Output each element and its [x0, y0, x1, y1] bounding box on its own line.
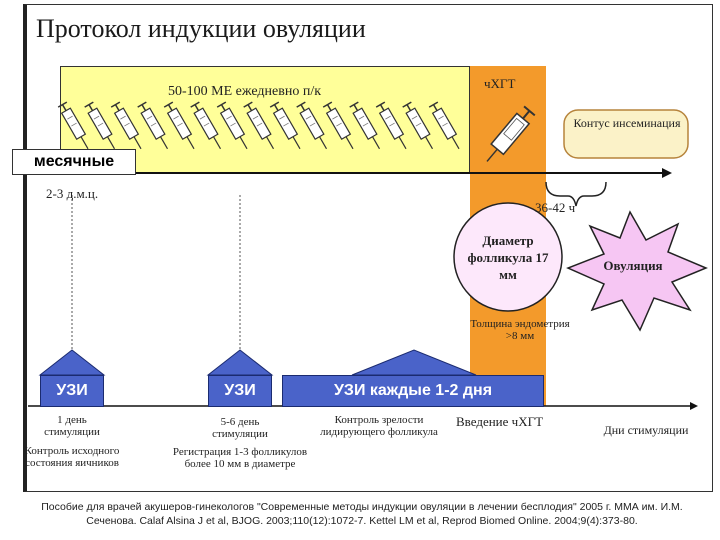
syringe-icon: [428, 101, 460, 150]
us1-note: Контроль исходного состояния яичников: [24, 445, 120, 469]
follicle-label: Диаметр фолликула 17 мм: [467, 233, 549, 282]
us2-note: Регистрация 1-3 фолликулов более 10 мм в…: [172, 446, 308, 470]
menses-box: месячные: [12, 149, 136, 175]
us1-day: 1 день стимуляции: [44, 414, 100, 438]
us3-box: УЗИ каждые 1-2 дня: [282, 375, 544, 407]
syringe-icon: [349, 101, 381, 150]
syringe-icon: [84, 101, 116, 150]
syringe-icon: [402, 101, 434, 150]
ovulation-label: Овуляция: [603, 258, 663, 273]
follicle-circle: [453, 202, 563, 312]
us3-note: Контроль зрелости лидирующего фолликула: [320, 414, 438, 438]
footnote: Пособие для врачей акушеров-гинекологов …: [41, 501, 683, 527]
us2-box: УЗИ: [208, 375, 272, 407]
syringes-group: [57, 101, 460, 150]
syringe-icon: [375, 101, 407, 150]
us3-box-label: УЗИ каждые 1-2 дня: [333, 382, 493, 399]
hcg-intro-label: Введение чХГТ: [456, 414, 544, 429]
page-title: Протокол индукции овуляции: [36, 14, 366, 43]
interval-label: 36-42 ч: [535, 200, 576, 215]
us2-day: 5-6 день стимуляции: [212, 416, 268, 440]
syringe-icon: [269, 101, 301, 150]
starburst-icon: [566, 210, 708, 332]
syringe-icon: [322, 101, 354, 150]
stim-days-label: Дни стимуляции: [603, 423, 689, 437]
syringe-icon: [163, 101, 195, 150]
menses-label: месячные: [33, 153, 115, 170]
us1-box: УЗИ: [40, 375, 104, 407]
insemination-bubble: [563, 109, 689, 159]
insemination-label: Контус инсеминация: [573, 116, 681, 130]
cycle-day-label: 2-3 д.м.ц.: [46, 186, 99, 201]
syringe-icon: [243, 101, 275, 150]
syringe-icon: [486, 105, 536, 162]
syringe-icon: [137, 101, 169, 150]
syringe-icon: [216, 101, 248, 150]
hcg-label: чХГТ: [484, 76, 516, 91]
slide-frame: [23, 4, 713, 492]
syringe-icon: [57, 101, 89, 150]
syringe-icon: [190, 101, 222, 150]
us2-box-label: УЗИ: [224, 382, 256, 399]
syringe-icon: [110, 101, 142, 150]
endometrium-label: Толщина эндометрия >8 мм: [470, 318, 570, 342]
dose-label: 50-100 МЕ ежедневно п/к: [168, 84, 322, 99]
us1-box-label: УЗИ: [56, 382, 88, 399]
syringe-icon: [296, 101, 328, 150]
